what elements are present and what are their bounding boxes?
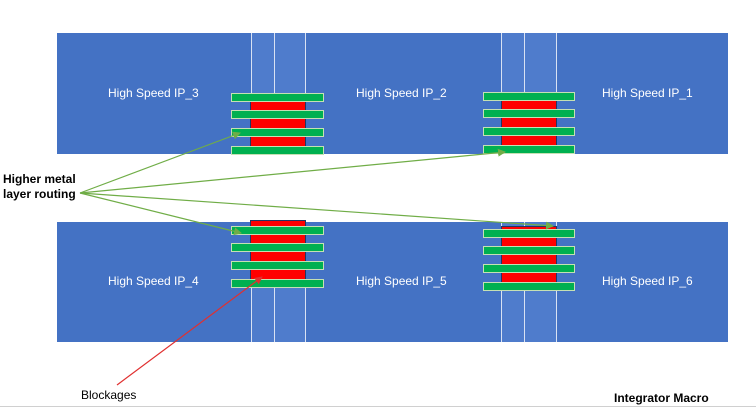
routing-arrow-to-top-right: [79, 148, 506, 194]
routing-label-line2: layer routing: [3, 187, 76, 201]
metal-route: [231, 128, 324, 137]
ip-label-5: High Speed IP_5: [356, 274, 447, 288]
ip-label-1: High Speed IP_1: [602, 86, 693, 100]
routing-arrow-to-bottom-right: [79, 192, 554, 230]
metal-route: [483, 264, 575, 273]
routing-arrow-to-top-left: [79, 131, 241, 194]
metal-route: [483, 92, 575, 101]
blockage-arrow: [116, 276, 263, 386]
metal-route: [231, 243, 324, 252]
metal-route: [483, 246, 575, 255]
metal-route: [231, 93, 324, 102]
metal-route: [231, 261, 324, 270]
bottom-divider: [0, 406, 756, 407]
blockages-label: Blockages: [81, 388, 137, 402]
metal-route: [483, 229, 575, 238]
metal-route: [483, 282, 575, 291]
ip-label-3: High Speed IP_3: [108, 86, 199, 100]
top-macro-row: [57, 33, 728, 154]
ip-label-4: High Speed IP_4: [108, 274, 199, 288]
ip-label-6: High Speed IP_6: [602, 274, 693, 288]
metal-route: [231, 279, 324, 288]
routing-arrow-to-bottom-left: [79, 192, 242, 236]
bottom-macro-row: [57, 222, 728, 342]
ip-label-2: High Speed IP_2: [356, 86, 447, 100]
integrator-macro-label: Integrator Macro: [614, 391, 709, 405]
metal-route: [483, 127, 575, 136]
blockage-top-left: [250, 95, 306, 147]
metal-route: [231, 110, 324, 119]
routing-label-line1: Higher metal: [3, 172, 76, 186]
metal-route: [483, 109, 575, 118]
metal-route: [483, 145, 575, 154]
metal-route: [231, 146, 324, 155]
routing-label: Higher metal layer routing: [3, 172, 76, 202]
